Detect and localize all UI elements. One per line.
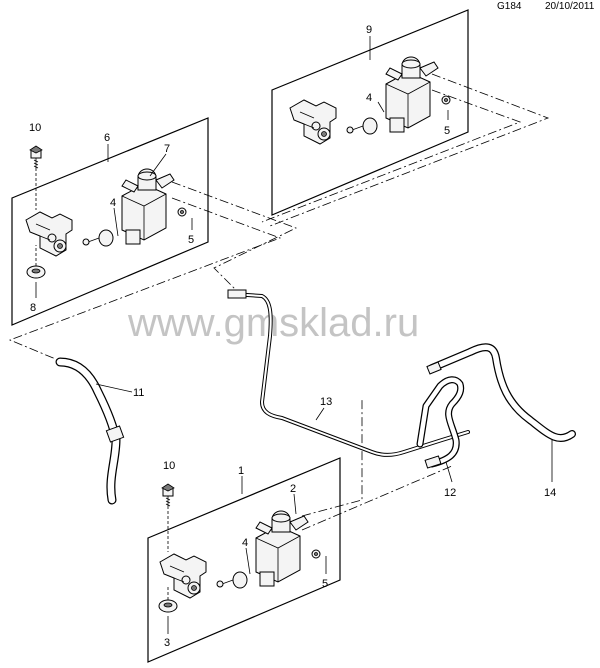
leader-lines — [35, 36, 553, 634]
diagram-code: G184 — [497, 1, 522, 12]
callout-10-lower: 10 — [163, 460, 175, 472]
bolt-10-lower — [161, 483, 175, 507]
callout-13: 13 — [320, 396, 332, 408]
callout-5-lower: 5 — [322, 578, 328, 590]
callout-9: 9 — [366, 24, 372, 36]
diagram-date: 20/10/2011 — [545, 1, 595, 12]
callout-3: 3 — [164, 637, 170, 649]
callout-2: 2 — [290, 483, 296, 495]
panel-assembly-1 — [147, 457, 341, 663]
callout-8: 8 — [30, 302, 36, 314]
callout-4-lower: 4 — [242, 537, 248, 549]
callout-4-middle: 4 — [110, 197, 116, 209]
phantom-line-6b — [8, 197, 282, 361]
washer-3 — [158, 599, 178, 613]
callout-12: 12 — [444, 487, 456, 499]
callout-7: 7 — [164, 143, 170, 155]
callout-14: 14 — [544, 487, 556, 499]
callout-11: 11 — [133, 387, 144, 399]
watermark: www.gmsklad.ru — [127, 301, 419, 345]
phantom-line-1b — [301, 465, 453, 531]
callout-5-upper: 5 — [444, 125, 450, 137]
callout-5-middle: 5 — [188, 234, 194, 246]
phantom-line-9b — [261, 89, 522, 223]
callout-4-upper: 4 — [366, 92, 372, 104]
phantom-line-6a — [171, 181, 298, 293]
panel-assembly-6 — [11, 117, 209, 326]
callout-6: 6 — [104, 132, 110, 144]
callout-1: 1 — [238, 465, 244, 477]
phantom-line-9a — [269, 73, 550, 227]
washer-8 — [26, 265, 46, 279]
bolt-10-upper — [29, 145, 43, 169]
callout-10-upper: 10 — [29, 122, 41, 134]
phantom-line-1a — [301, 398, 363, 517]
